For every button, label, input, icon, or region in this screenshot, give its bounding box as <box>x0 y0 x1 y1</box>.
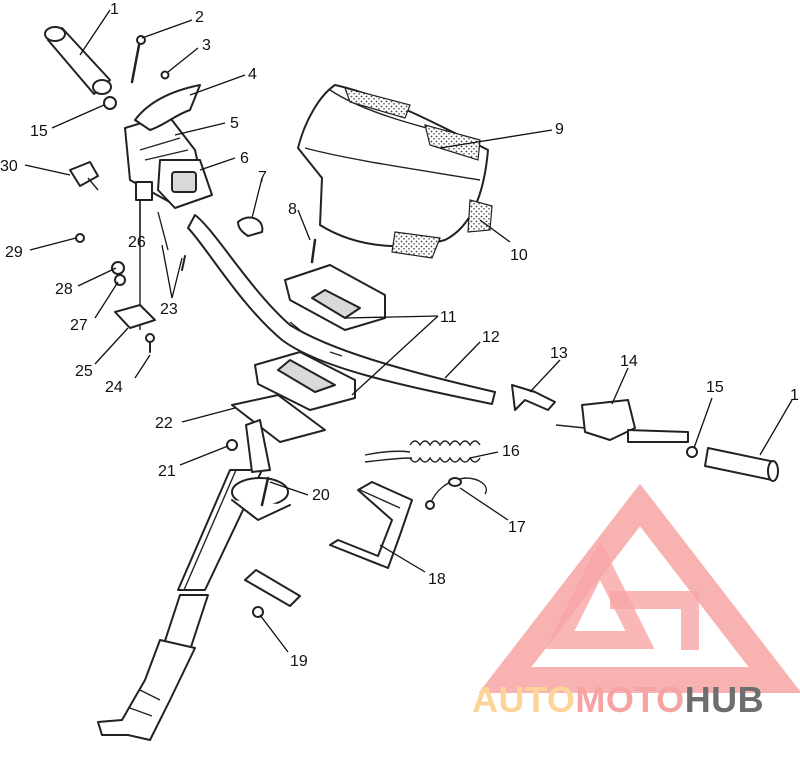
callout-21: 21 <box>158 463 176 480</box>
callout-7: 7 <box>258 169 267 186</box>
bolt-8 <box>310 238 317 264</box>
left-control-housing <box>124 114 213 209</box>
callout-12: 12 <box>482 329 500 346</box>
callout-24: 24 <box>105 379 123 396</box>
lower-clamp <box>254 351 356 411</box>
plate-25 <box>114 304 156 329</box>
right-grip <box>704 447 779 482</box>
callout-9: 9 <box>555 121 564 138</box>
watermark-text: AUTOMOTOHUB <box>472 679 764 720</box>
watermark-moto: MOTO <box>575 679 684 720</box>
watermark-auto: AUTO <box>472 679 575 720</box>
throttle-lever <box>134 84 201 131</box>
callout-26: 26 <box>128 234 146 251</box>
callout-25: 25 <box>75 363 93 380</box>
nut-21 <box>226 439 238 451</box>
switch-30 <box>69 161 99 187</box>
steering-post <box>97 469 291 741</box>
callout-28: 28 <box>55 281 73 298</box>
callout-5: 5 <box>230 115 239 132</box>
right-control-housing <box>555 399 689 443</box>
leader-lines <box>24 9 793 653</box>
callout-16: 16 <box>502 443 520 460</box>
callout-19: 19 <box>290 653 308 670</box>
callout-30: 30 <box>0 158 18 175</box>
bolt-20 <box>260 476 270 507</box>
callout-23: 23 <box>160 301 178 318</box>
bracket-18 <box>329 481 413 569</box>
tether-cable <box>425 477 487 510</box>
callout-13: 13 <box>550 345 568 362</box>
mount-plate <box>231 394 326 473</box>
callout-27: 27 <box>70 317 88 334</box>
callout-18: 18 <box>428 571 446 588</box>
upper-clamp <box>284 264 386 331</box>
clip-7 <box>237 216 264 237</box>
tube-19 <box>244 569 301 607</box>
block-26 <box>135 181 153 201</box>
left-grip <box>44 26 112 95</box>
callout-1b: 1 <box>790 387 799 404</box>
callout-8: 8 <box>288 201 297 218</box>
bolt-2 <box>130 38 142 84</box>
handlebar <box>187 214 496 405</box>
watermark-logo <box>478 483 800 693</box>
callout-4: 4 <box>248 66 257 83</box>
callout-20: 20 <box>312 487 330 504</box>
coiled-cable <box>364 440 481 463</box>
brake-lever-13 <box>511 384 556 411</box>
callout-10: 10 <box>510 247 528 264</box>
callout-1: 1 <box>110 1 119 18</box>
callout-3: 3 <box>202 37 211 54</box>
callout-17: 17 <box>508 519 526 536</box>
callout-29: 29 <box>5 244 23 261</box>
pin-3 <box>160 70 170 80</box>
hood <box>297 84 493 259</box>
callout-labels: 1 2 3 4 5 6 7 8 9 10 11 12 13 14 15 1 15… <box>0 1 799 670</box>
svg-text:AUTOMOTOHUB: AUTOMOTOHUB <box>472 679 764 720</box>
callout-2: 2 <box>195 9 204 26</box>
callout-22: 22 <box>155 415 173 432</box>
grip-cap <box>103 96 117 110</box>
callout-15b: 15 <box>30 123 48 140</box>
callout-14: 14 <box>620 353 638 370</box>
callout-11: 11 <box>440 309 457 326</box>
callout-6: 6 <box>240 150 249 167</box>
watermark-hub: HUB <box>685 679 765 720</box>
callout-15: 15 <box>706 379 724 396</box>
